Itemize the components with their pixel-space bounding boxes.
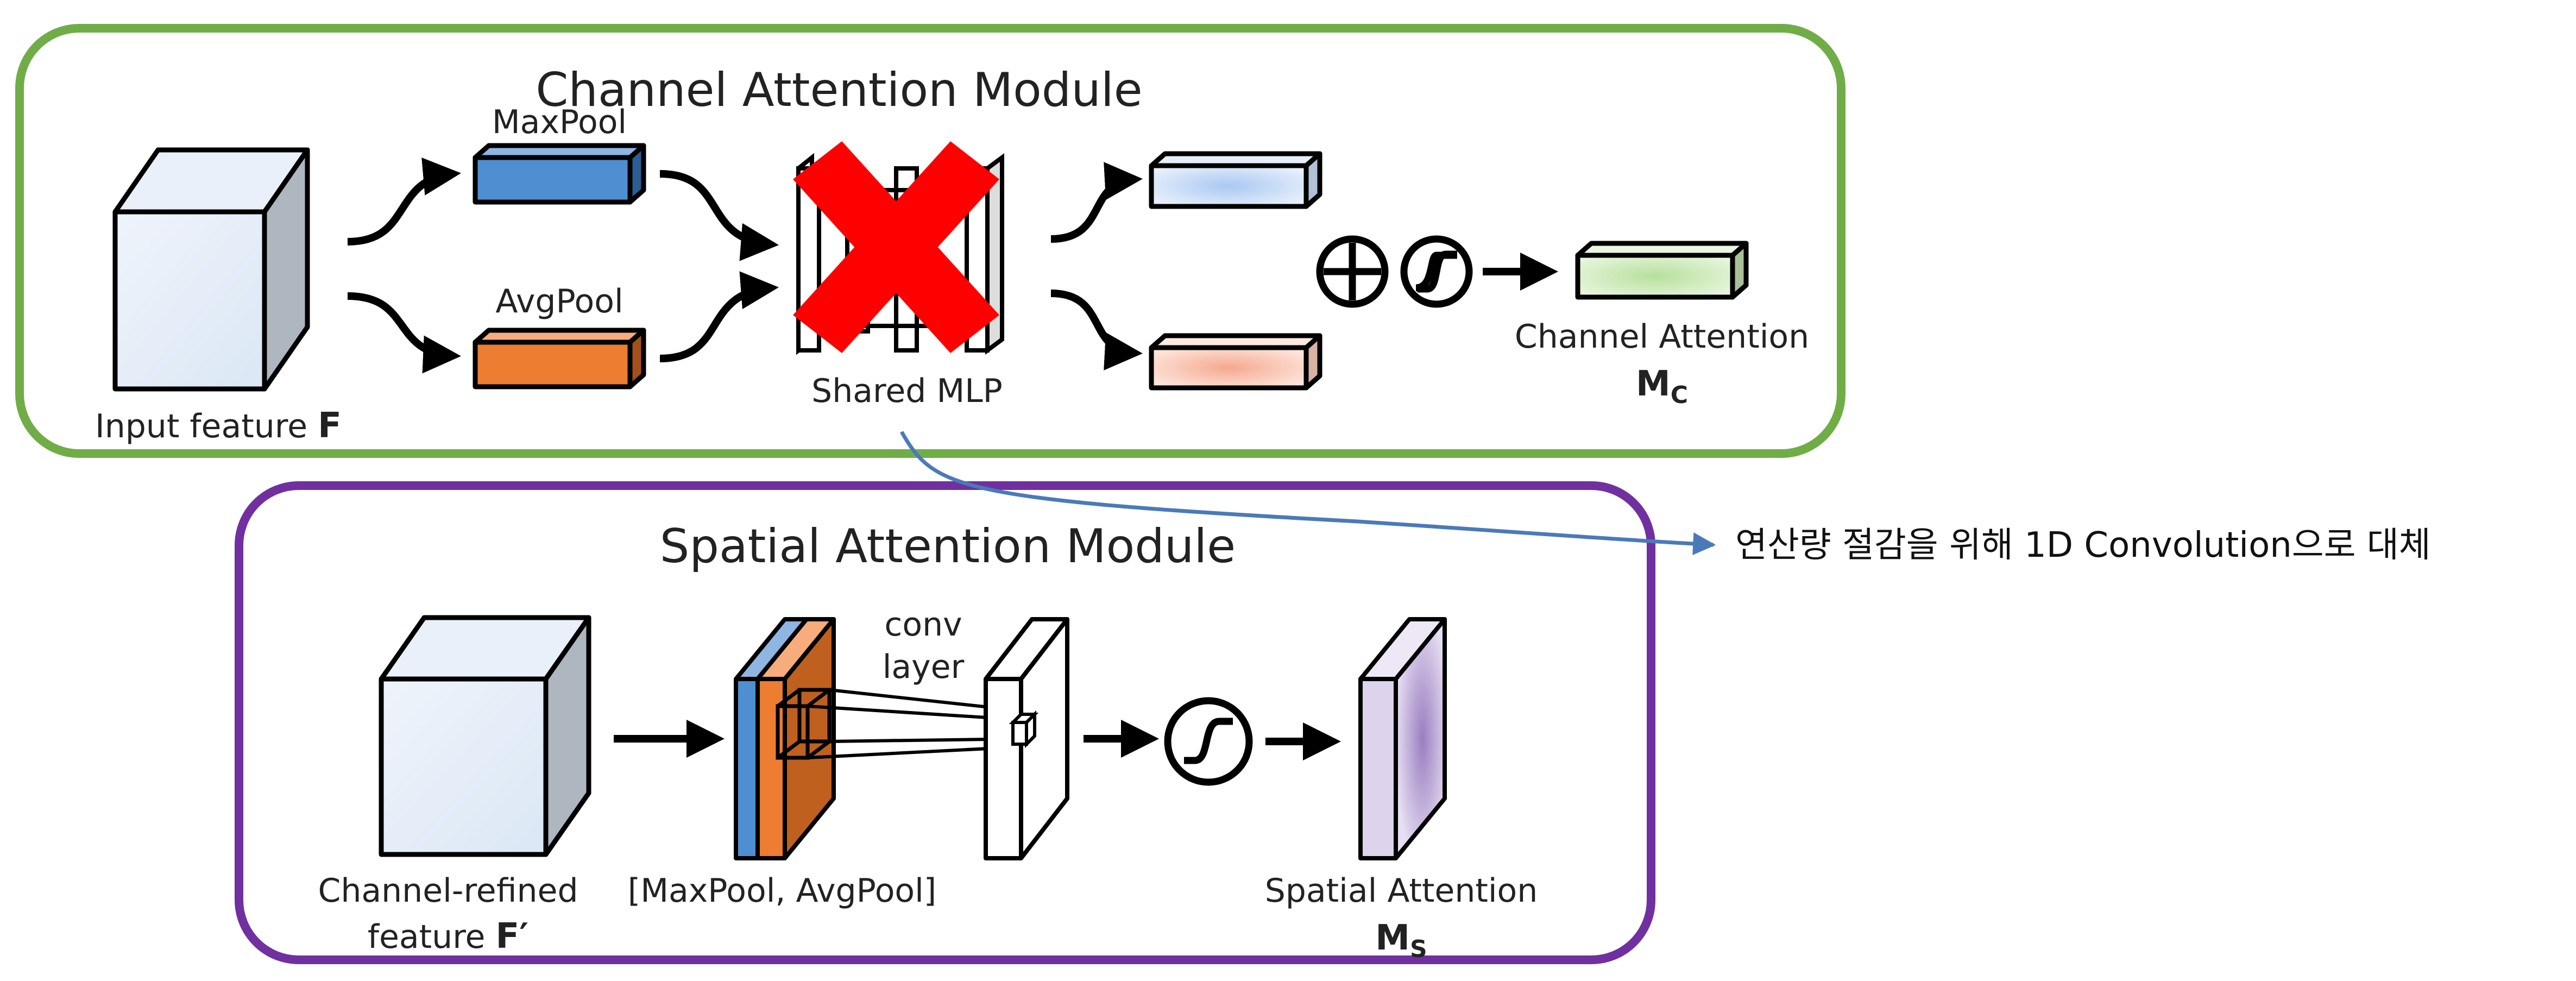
avgpool-label: AvgPool bbox=[495, 282, 623, 320]
input-feature-label: Input feature F bbox=[95, 406, 342, 446]
spatial-attention-module: Spatial Attention Module Channel-refined… bbox=[235, 481, 1655, 964]
channel-module-border bbox=[15, 24, 1846, 458]
channel-refined-label-line1: Channel-refined bbox=[318, 872, 578, 910]
maxpool-label: MaxPool bbox=[492, 103, 627, 141]
channel-refined-label-line2: feature F′ bbox=[368, 916, 528, 957]
arrow-input-to-avgpool bbox=[347, 292, 461, 374]
annotation-text: 연산량 절감을 위해 1D Convolution으로 대체 bbox=[1735, 525, 2431, 565]
mlp-output-maxpool-bar bbox=[1149, 151, 1322, 209]
arrow-mlp-to-bottom-output bbox=[1050, 290, 1143, 370]
circled-plus-icon bbox=[1316, 235, 1389, 308]
sigmoid-icon bbox=[1164, 697, 1253, 786]
pool-concat-label: [MaxPool, AvgPool] bbox=[628, 872, 936, 910]
avgpool-bar bbox=[473, 328, 646, 389]
sigmoid-icon bbox=[1400, 235, 1473, 308]
annotation: 연산량 절감을 위해 1D Convolution으로 대체 bbox=[899, 431, 2431, 565]
conv-output-pixel bbox=[1009, 710, 1039, 749]
maxpool-bar bbox=[473, 143, 646, 205]
arrow-maxpool-to-mlp bbox=[659, 170, 779, 261]
shared-mlp-label: Shared MLP bbox=[811, 372, 1003, 410]
spatial-attention-map bbox=[1358, 617, 1447, 860]
pooled-feature-maps bbox=[734, 617, 836, 860]
input-feature-cube bbox=[112, 147, 310, 392]
conv-kernel-cube bbox=[776, 688, 832, 760]
spatial-attention-symbol: MS bbox=[1375, 918, 1427, 963]
channel-module-title: Channel Attention Module bbox=[536, 63, 1142, 117]
spatial-module-border bbox=[235, 481, 1655, 964]
arrow-input-to-maxpool bbox=[347, 158, 461, 246]
arrow-mlp-to-top-output bbox=[1050, 162, 1143, 243]
spatial-attention-label: Spatial Attention bbox=[1265, 872, 1538, 910]
channel-attention-symbol: MC bbox=[1636, 364, 1688, 409]
conv-output-map bbox=[984, 617, 1069, 860]
channel-refined-feature-cube bbox=[379, 615, 591, 857]
conv-layer-label-line2: layer bbox=[883, 648, 965, 686]
annotation-arrow bbox=[899, 431, 1716, 556]
conv-layer-label-line1: conv bbox=[884, 606, 962, 644]
mlp-output-avgpool-bar bbox=[1149, 333, 1322, 391]
channel-attention-bar bbox=[1575, 241, 1749, 300]
spatial-module-title: Spatial Attention Module bbox=[660, 519, 1236, 574]
channel-attention-module: Channel Attention Module Input feature F… bbox=[15, 24, 1846, 458]
channel-attention-label: Channel Attention bbox=[1515, 318, 1809, 356]
arrow-avgpool-to-mlp bbox=[659, 271, 779, 362]
red-x-cross-icon bbox=[793, 141, 999, 353]
